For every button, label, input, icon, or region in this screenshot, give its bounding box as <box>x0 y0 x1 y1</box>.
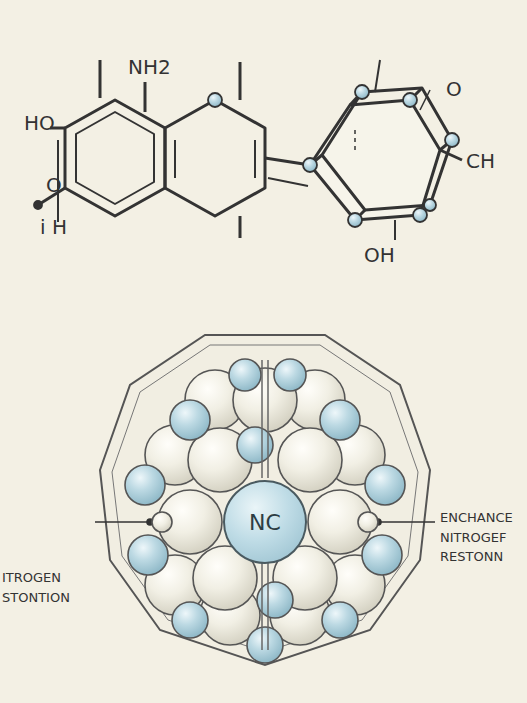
cluster-outline-inner <box>112 345 418 652</box>
formula-label: HO <box>24 112 55 134</box>
molecule <box>38 60 462 240</box>
atom-dots <box>34 85 459 227</box>
atom-label: i H <box>40 216 67 238</box>
atom-label: O <box>46 174 62 196</box>
cluster-outline <box>100 335 430 665</box>
formula-label: CH <box>466 150 495 172</box>
callout-label: ITROGEN STONTION <box>2 568 92 607</box>
formula-label: OH <box>364 244 395 266</box>
node-text: NC <box>249 510 281 535</box>
spheres <box>125 359 405 663</box>
formula-label: NH2 <box>128 56 171 78</box>
callout-label: ENCHANCE NITROGEF RESTONN <box>440 508 524 567</box>
atom-label: O <box>446 78 462 100</box>
center-sphere: NC <box>223 480 307 564</box>
